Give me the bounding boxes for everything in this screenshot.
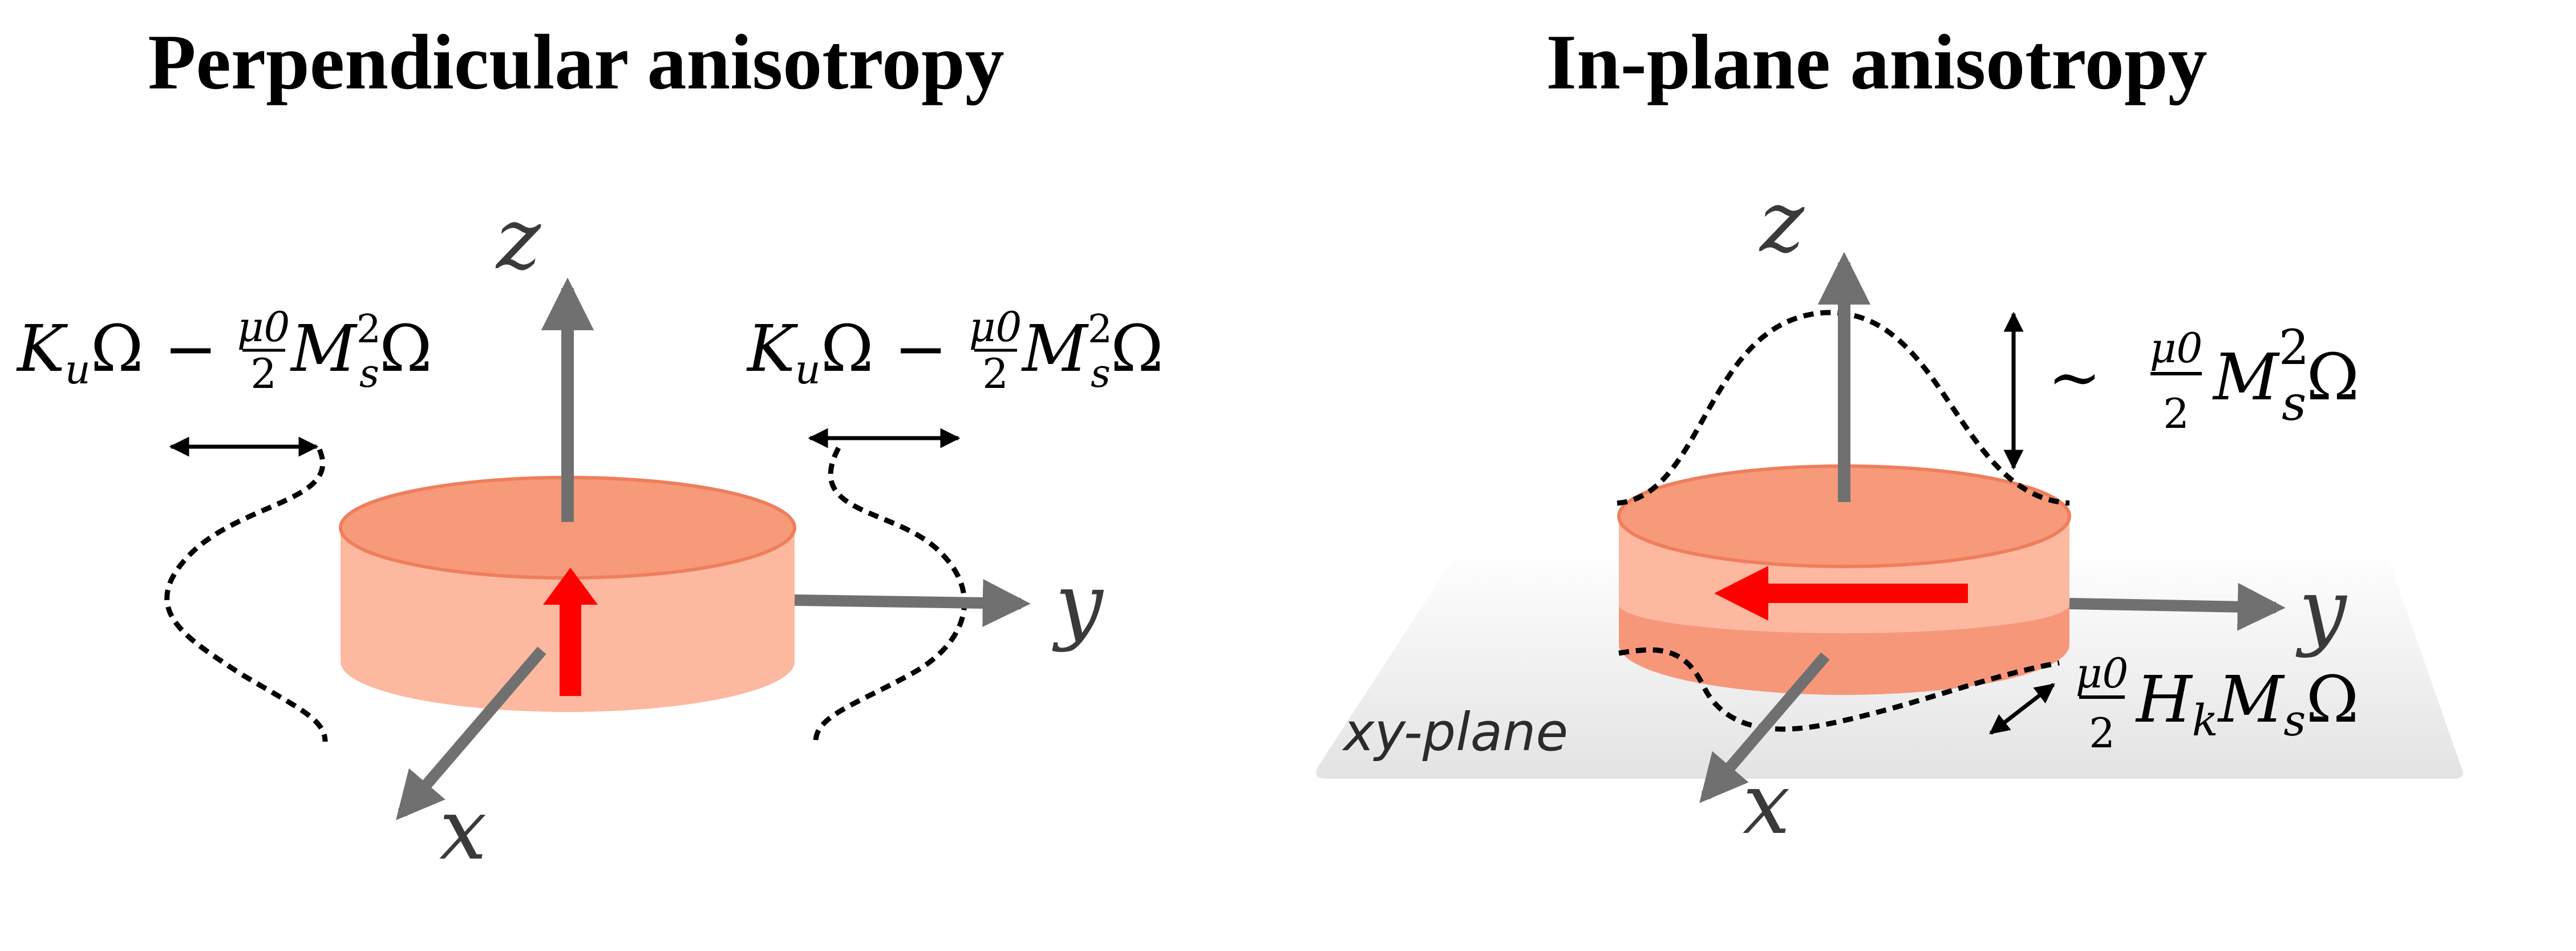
left-title: Perpendicular anisotropy (148, 18, 1005, 106)
anis-frac-den: 2 (2089, 709, 2115, 757)
svg-text:KuΩ −: KuΩ − (746, 312, 947, 393)
anis-h-sub: k (2192, 695, 2218, 746)
anis-m-sub: s (2283, 695, 2306, 746)
x-axis (1699, 652, 1830, 803)
in-plane-curve (1618, 647, 2060, 732)
energy-tail: Ω (1111, 312, 1164, 386)
right-energy-curve (813, 446, 967, 742)
barrier-m-sup: 2 (2279, 319, 2309, 375)
barrier-m: M (2212, 341, 2280, 415)
energy-m: M (290, 312, 358, 386)
magnetization-arrowhead (543, 568, 598, 605)
y-axis-label: y (2295, 561, 2348, 659)
energy-frac-num: μ0 (969, 303, 1022, 351)
energy-m-sup: 2 (357, 307, 381, 352)
anisotropy-label: μ0 2 HkMsΩ (2076, 649, 2359, 757)
x-axis-label: x (1743, 755, 1790, 853)
barrier-tilde: ∼ (2048, 341, 2101, 415)
energy-m-sub: s (359, 351, 379, 396)
barrier-frac-num: μ0 (2150, 324, 2203, 372)
svg-text:KuΩ −: KuΩ − (16, 312, 217, 393)
energy-k: K (746, 312, 799, 386)
right-panel: In-plane anisotropy xy-plane z y x ∼ μ0 (1316, 18, 2463, 853)
energy-m: M (1021, 312, 1089, 386)
energy-frac-den: 2 (982, 350, 1008, 398)
x-axis (396, 646, 546, 820)
barrier-frac-den: 2 (2163, 390, 2189, 438)
energy-m-sub: s (1091, 351, 1111, 396)
right-disk (1617, 464, 2071, 695)
energy-frac-den: 2 (250, 350, 277, 398)
energy-k: K (16, 312, 68, 386)
energy-k-sub: u (65, 346, 91, 393)
anisotropy-arrow (1989, 683, 2055, 735)
xy-plane-label: xy-plane (1342, 702, 1568, 763)
anis-frac-num: μ0 (2076, 649, 2129, 697)
energy-mid: Ω − (91, 312, 217, 386)
y-axis (794, 578, 1031, 627)
svg-text:HkMsΩ: HkMsΩ (2135, 663, 2359, 746)
anis-tail: Ω (2306, 663, 2359, 737)
energy-m-sup: 2 (1088, 307, 1112, 352)
y-axis (2069, 582, 2286, 631)
right-title: In-plane anisotropy (1546, 18, 2207, 106)
x-axis-label: x (439, 780, 487, 879)
anis-h: H (2135, 663, 2193, 737)
energy-k-sub: u (795, 346, 821, 393)
barrier-tail: Ω (2306, 341, 2359, 415)
z-axis-label: z (495, 190, 541, 288)
left-energy-curve (164, 448, 328, 742)
energy-mid: Ω − (821, 312, 947, 386)
magnetization-arrowhead (1714, 566, 1768, 621)
barrier-m-sub: s (2282, 375, 2306, 431)
energy-frac-num: μ0 (237, 303, 290, 351)
z-axis-label: z (1759, 173, 1805, 271)
anis-m: M (2217, 663, 2285, 737)
barrier-curve (1617, 310, 2070, 506)
y-axis-label: y (1052, 555, 1104, 653)
energy-tail: Ω (379, 312, 432, 386)
